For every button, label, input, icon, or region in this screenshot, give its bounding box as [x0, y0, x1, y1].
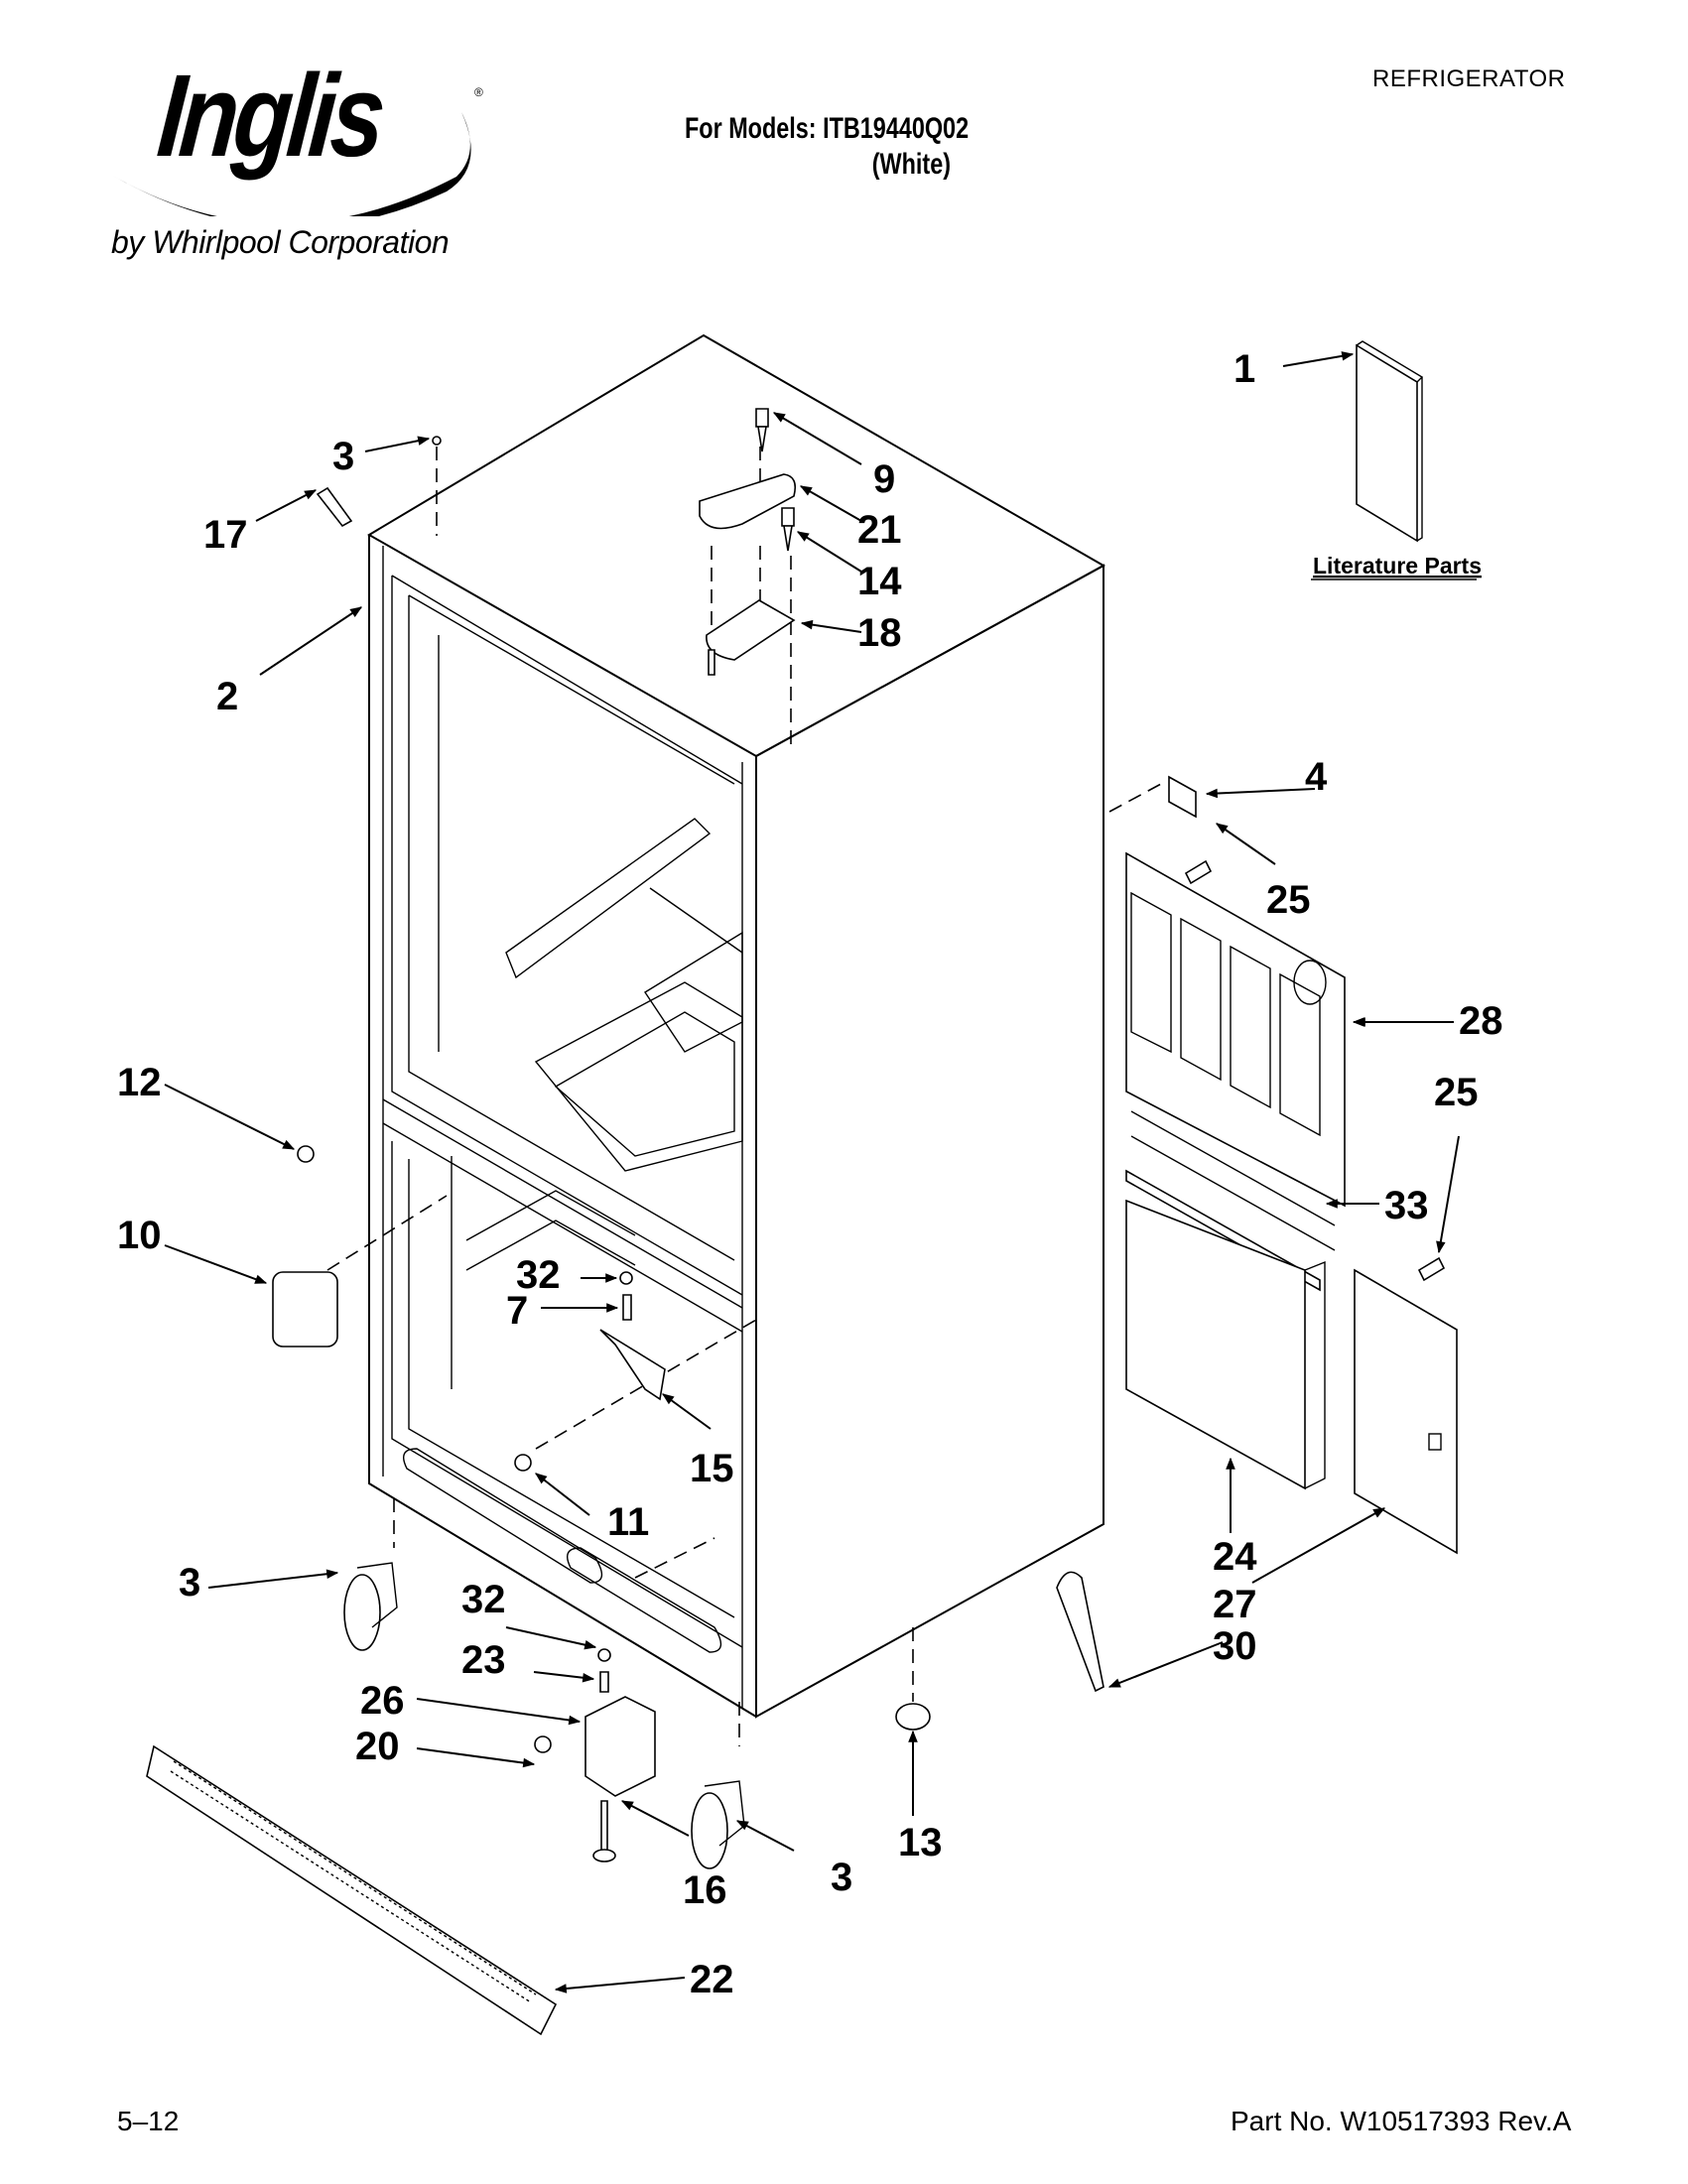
callout-7: 7 [506, 1289, 528, 1333]
callout-32-upper: 32 [516, 1253, 561, 1297]
compressor-panel [1125, 851, 1346, 1251]
literature-parts-caption: Literature Parts [1313, 553, 1482, 578]
callout-24: 24 [1213, 1535, 1257, 1579]
callout-21: 21 [857, 508, 902, 552]
callout-3-left-roller: 3 [179, 1561, 200, 1605]
callout-16: 16 [683, 1868, 727, 1912]
literature-booklet [1356, 340, 1424, 543]
models-label: For Models: ITB19440Q02 [685, 112, 970, 145]
callout-27: 27 [1213, 1583, 1257, 1626]
callout-10: 10 [117, 1214, 162, 1257]
cabinet [367, 333, 1106, 1719]
callout-3-top: 3 [332, 435, 354, 478]
callout-12: 12 [117, 1061, 162, 1104]
roller-right [691, 1780, 745, 1869]
callout-26: 26 [360, 1679, 405, 1723]
callout-2: 2 [216, 675, 238, 718]
callout-15: 15 [690, 1447, 734, 1490]
footer-part-number: Part No. W10517393 Rev.A [1231, 2106, 1572, 2136]
callout-1: 1 [1234, 347, 1255, 391]
callout-30: 30 [1213, 1624, 1257, 1668]
callout-32-lower: 32 [461, 1578, 506, 1621]
brand-byline: by Whirlpool Corporation [111, 224, 450, 260]
registered-mark: ® [474, 85, 483, 99]
callout-13: 13 [898, 1821, 943, 1864]
toe-grille [146, 1744, 558, 2036]
model-variant: (White) [871, 148, 952, 181]
leader-lines [164, 351, 1460, 1993]
document-type: REFRIGERATOR [1372, 65, 1566, 92]
callout-3-right-roller: 3 [831, 1856, 852, 1899]
callout-23: 23 [461, 1638, 506, 1682]
callout-9: 9 [873, 457, 895, 501]
callout-20: 20 [355, 1725, 400, 1768]
callout-14: 14 [857, 560, 902, 603]
callout-25-upper: 25 [1266, 878, 1311, 922]
roller-left [343, 1562, 398, 1651]
callout-33: 33 [1384, 1184, 1429, 1227]
brand-logo-block: Inglis ® by Whirlpool Corporation [109, 51, 506, 266]
callout-4: 4 [1305, 755, 1328, 799]
callout-22: 22 [690, 1958, 734, 2001]
callout-17: 17 [203, 513, 248, 557]
footer-date-code: 5–12 [117, 2106, 180, 2136]
callout-18: 18 [857, 611, 902, 655]
model-heading: For Models: ITB19440Q02 (White) [685, 111, 969, 183]
top-hinge-assembly [699, 408, 797, 676]
callout-11: 11 [607, 1500, 649, 1544]
callout-28: 28 [1459, 999, 1503, 1043]
callout-25-lower: 25 [1434, 1071, 1479, 1114]
